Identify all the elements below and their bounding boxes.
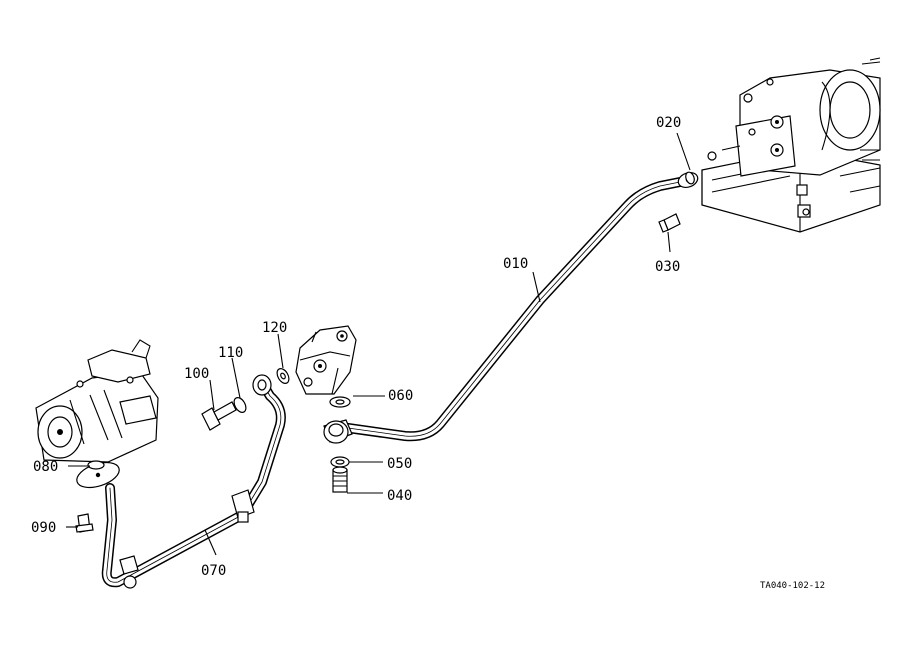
callout-020: 020 [656,115,681,131]
bolt-030 [658,213,681,233]
pipe-070 [76,374,286,589]
washer-110 [233,397,247,413]
o-ring-020 [685,171,695,185]
pipe-010 [323,171,699,444]
o-ring-080 [87,460,105,470]
control-valve [295,325,357,395]
bolt-090 [75,513,94,533]
callout-040: 040 [387,488,412,504]
bolt-100 [201,401,237,431]
callout-100: 100 [184,366,209,382]
callout-070: 070 [201,563,226,579]
washer-060 [329,396,351,408]
callout-010: 010 [503,256,528,272]
banjo-bolt-040 [332,466,348,493]
callout-050: 050 [387,456,412,472]
leader-lines [66,132,691,556]
callout-030: 030 [655,259,680,275]
hydraulic-pump [35,339,159,463]
callout-120: 120 [262,320,287,336]
washer-120 [276,368,290,384]
callout-110: 110 [218,345,243,361]
callout-labels: 010 020 030 040 050 060 070 080 090 100 … [31,115,825,591]
washer-050 [330,456,350,468]
callout-060: 060 [388,388,413,404]
callout-090: 090 [31,520,56,536]
transmission-housing [701,57,881,233]
drawing-code: TA040-102-12 [760,581,825,591]
callout-080: 080 [33,459,58,475]
